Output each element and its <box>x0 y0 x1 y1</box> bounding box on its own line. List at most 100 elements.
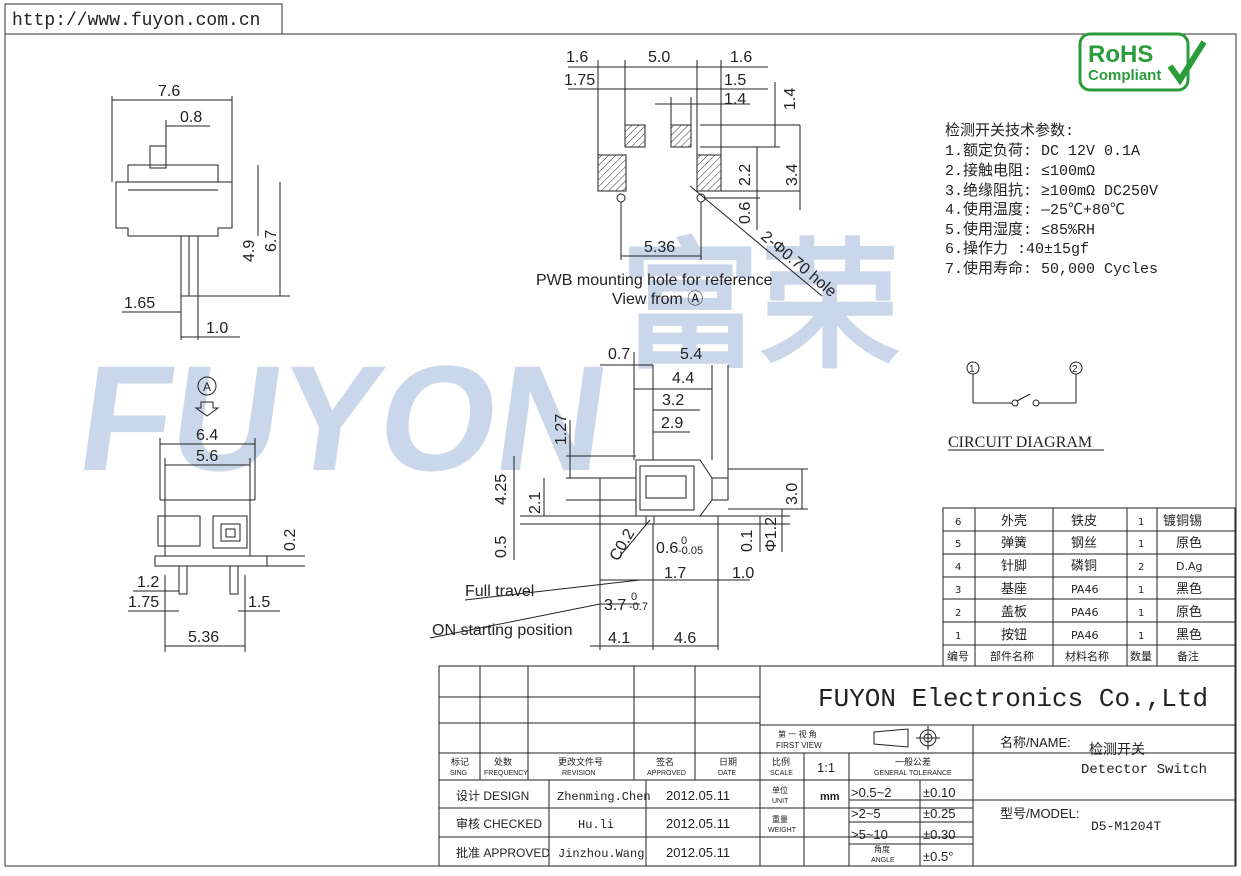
svg-text:1.4: 1.4 <box>724 91 746 108</box>
spec-item: 3.绝缘阻抗: ≥100mΩ DC250V <box>945 182 1158 200</box>
side-view-2 <box>429 352 808 650</box>
table-row: 2 盖板 PA46 1 原色 <box>955 604 1202 620</box>
side-view-2-dims: 0.7 5.4 4.4 3.2 2.9 1.27 4.25 2.1 0.5 C0… <box>432 346 801 647</box>
svg-text:0.2: 0.2 <box>282 529 299 551</box>
svg-text:1.6: 1.6 <box>566 49 588 66</box>
svg-text:2012.05.11: 2012.05.11 <box>666 816 730 831</box>
table-row: 6 外壳 铁皮 1 镀铜锡 <box>955 513 1202 529</box>
svg-text:D5-M1204T: D5-M1204T <box>1091 819 1161 834</box>
svg-text:铁皮: 铁皮 <box>1071 514 1097 529</box>
svg-text:镀铜锡: 镀铜锡 <box>1163 513 1202 529</box>
svg-text:0.8: 0.8 <box>180 109 202 126</box>
svg-text:4.1: 4.1 <box>608 630 630 647</box>
svg-text:名称/NAME:: 名称/NAME: <box>1000 735 1071 750</box>
svg-text:4.9: 4.9 <box>241 240 258 262</box>
svg-text:3.7: 3.7 <box>604 597 626 614</box>
svg-text:1: 1 <box>969 364 975 375</box>
svg-text:黑色: 黑色 <box>1176 627 1202 643</box>
svg-text:0.7: 0.7 <box>608 346 630 363</box>
svg-text:日期: 日期 <box>719 757 737 767</box>
svg-text:-0.7: -0.7 <box>629 601 648 613</box>
title-block <box>438 665 1236 867</box>
bom-table <box>942 507 1236 667</box>
svg-text:2012.05.11: 2012.05.11 <box>666 845 730 860</box>
svg-text:1:1: 1:1 <box>817 760 835 775</box>
svg-text:5: 5 <box>955 539 961 550</box>
svg-text:Zhenming.Chen: Zhenming.Chen <box>557 790 651 804</box>
svg-text:0.6: 0.6 <box>656 540 678 557</box>
svg-text:4.25: 4.25 <box>493 474 510 505</box>
svg-text:比例: 比例 <box>772 756 790 767</box>
svg-text:3: 3 <box>955 585 961 596</box>
pwb-view <box>568 60 823 297</box>
circuit-labels: 1 2 CIRCUIT DIAGRAM <box>948 364 1092 451</box>
spec-item: 6.操作力 :40±15gf <box>945 240 1089 258</box>
front-view-dims: A 6.4 5.6 0.2 1.2 1.75 1.5 5.36 <box>128 380 299 646</box>
table-row: 4 针脚 磷铜 2 D.Ag <box>955 558 1202 574</box>
svg-text:部件名称: 部件名称 <box>990 649 1034 663</box>
svg-text:2: 2 <box>955 608 961 619</box>
svg-text:原色: 原色 <box>1176 535 1202 551</box>
svg-text:RoHS: RoHS <box>1088 41 1153 68</box>
svg-text:SING: SING <box>450 770 467 777</box>
table-row: 1 按钮 PA46 1 黑色 <box>955 627 1202 643</box>
svg-text:1.65: 1.65 <box>124 295 155 312</box>
svg-text:http://www.fuyon.com.cn: http://www.fuyon.com.cn <box>12 11 260 31</box>
svg-text:材料名称: 材料名称 <box>1065 649 1109 663</box>
svg-text:Compliant: Compliant <box>1088 67 1161 84</box>
spec-item: 4.使用温度: —25℃+80℃ <box>945 201 1125 219</box>
svg-text:4.4: 4.4 <box>672 370 694 387</box>
svg-text:Hu.li: Hu.li <box>578 818 614 832</box>
svg-text:黑色: 黑色 <box>1176 581 1202 597</box>
svg-text:原色: 原色 <box>1176 604 1202 620</box>
svg-text:PA46: PA46 <box>1071 606 1098 619</box>
svg-text:ON starting position: ON starting position <box>432 622 573 639</box>
svg-text:7.6: 7.6 <box>158 83 180 100</box>
svg-text:6.7: 6.7 <box>263 230 280 252</box>
svg-text:C0.2: C0.2 <box>607 526 639 564</box>
svg-text:4.6: 4.6 <box>674 630 696 647</box>
url-header[interactable]: http://www.fuyon.com.cn <box>4 3 283 35</box>
svg-text:>5~10: >5~10 <box>851 827 888 842</box>
svg-text:2.1: 2.1 <box>527 492 544 514</box>
svg-text:2: 2 <box>1072 364 1078 375</box>
svg-text:>2~5: >2~5 <box>851 806 881 821</box>
title-block-text: FUYON Electronics Co.,Ltd 第 一 视 角 FIRST … <box>450 684 1208 864</box>
svg-text:0.6: 0.6 <box>737 202 754 224</box>
svg-text:3.4: 3.4 <box>784 164 801 186</box>
svg-text:PA46: PA46 <box>1071 629 1098 642</box>
svg-text:1: 1 <box>955 631 961 642</box>
svg-text:1.6: 1.6 <box>730 49 752 66</box>
svg-text:富荣: 富荣 <box>620 226 900 389</box>
svg-text:1: 1 <box>1138 539 1144 550</box>
svg-text:检测开关: 检测开关 <box>1089 741 1145 757</box>
svg-text:0.5: 0.5 <box>493 536 510 558</box>
svg-text:设计 DESIGN: 设计 DESIGN <box>456 789 529 803</box>
svg-text:FREQUENCY: FREQUENCY <box>484 770 528 777</box>
svg-text:5.36: 5.36 <box>644 239 675 256</box>
svg-text:1: 1 <box>1138 631 1144 642</box>
svg-text:mm: mm <box>820 791 840 803</box>
svg-text:1: 1 <box>1138 517 1144 528</box>
svg-text:4: 4 <box>955 562 961 573</box>
table-row: 5 弹簧 钢丝 1 原色 <box>955 535 1202 551</box>
svg-text:PWB mounting hole for referenc: PWB mounting hole for reference <box>536 272 773 289</box>
svg-text:5.4: 5.4 <box>680 346 702 363</box>
svg-text:Jinzhou.Wang: Jinzhou.Wang <box>558 847 644 861</box>
svg-text:6: 6 <box>955 517 961 528</box>
table-header: 编号 部件名称 材料名称 数量 备注 <box>947 649 1199 663</box>
svg-text:1.2: 1.2 <box>137 574 159 591</box>
svg-text:备注: 备注 <box>1177 649 1199 663</box>
svg-text:1.75: 1.75 <box>564 72 595 89</box>
svg-text:1.5: 1.5 <box>248 594 270 611</box>
spec-title: 检测开关技术参数: <box>945 122 1074 140</box>
svg-text:5.6: 5.6 <box>196 448 218 465</box>
side-view <box>111 96 290 340</box>
svg-text:SCALE: SCALE <box>770 770 793 777</box>
bom-rows: 6 外壳 铁皮 1 镀铜锡 5 弹簧 钢丝 1 原色 4 针脚 磷铜 2 D.A… <box>947 513 1202 663</box>
svg-text:外壳: 外壳 <box>1001 514 1027 529</box>
svg-text:APPROVED: APPROVED <box>647 770 686 777</box>
svg-text:±0.5°: ±0.5° <box>923 849 953 864</box>
svg-text:Φ1.2: Φ1.2 <box>763 517 780 552</box>
watermark: FUYON 富荣 <box>69 226 900 502</box>
